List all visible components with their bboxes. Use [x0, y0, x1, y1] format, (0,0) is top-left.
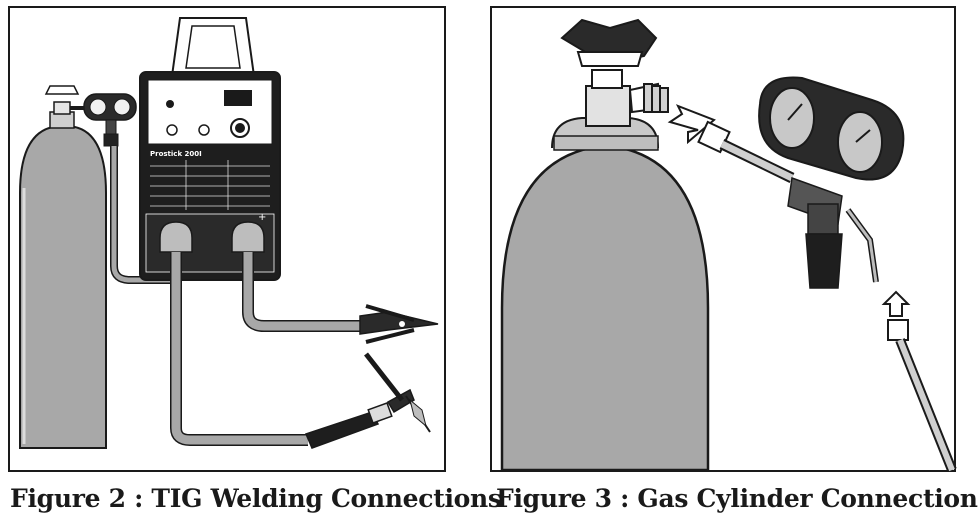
welding-machine-icon: Prostick 200I +	[139, 17, 281, 281]
gas-cylinder-connection-illustration	[500, 18, 957, 472]
earth-clamp-icon	[359, 304, 439, 344]
plus-terminal-icon: +	[258, 212, 266, 223]
arrow-icon	[881, 290, 911, 317]
pressure-gauge-icon	[837, 111, 883, 173]
figure-3-panel	[490, 6, 957, 472]
arrow-icon	[667, 104, 716, 145]
gas-cylinder-icon	[500, 117, 710, 472]
figure-3-caption: Figure 3 : Gas Cylinder Connection	[496, 484, 978, 513]
pressure-gauge-icon	[769, 87, 815, 149]
regulator-icon	[758, 76, 905, 289]
figure-2-caption: Figure 2 : TIG Welding Connections	[10, 484, 502, 513]
cylinder-valve-icon	[560, 18, 669, 127]
gas-cylinder-icon	[19, 85, 107, 449]
tig-welding-illustration: Prostick 200I +	[19, 17, 439, 449]
machine-model-label: Prostick 200I	[150, 150, 202, 158]
tig-torch-icon	[304, 352, 431, 449]
figure-2-panel: Prostick 200I +	[8, 6, 446, 472]
regulator-icon	[70, 93, 137, 147]
